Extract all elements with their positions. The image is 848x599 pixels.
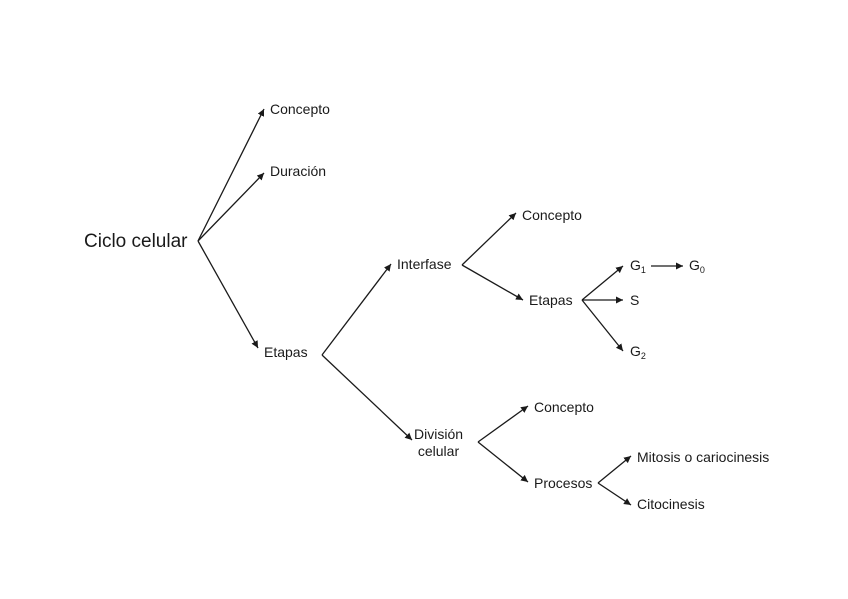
node-interfase-etapas: Etapas [529,292,573,308]
g2-subscript: 2 [640,351,646,361]
node-duracion: Duración [270,163,327,179]
arrow-etapas-to-interfase [321,263,392,356]
arrow-root-to-duracion [197,172,265,242]
node-interfase: Interfase [397,256,452,272]
node-citocinesis: Citocinesis [637,496,705,512]
node-g2: G2 [630,343,646,361]
arrow-etapas-to-g2 [581,299,624,352]
g1-subscript: 1 [640,265,646,275]
node-g0: G0 [689,257,705,275]
node-division-celular: División celular [414,426,463,460]
arrow-procesos-to-mitosis [597,455,632,484]
arrow-root-to-concepto [197,108,265,242]
arrow-root-to-etapas [197,240,259,349]
arrow-procesos-to-citocinesis [597,482,632,506]
node-interfase-concepto: Concepto [522,207,582,223]
arrow-division-to-procesos [477,441,529,483]
g1-letter: G [630,257,641,273]
g0-subscript: 0 [699,265,705,275]
g2-letter: G [630,343,641,359]
g0-letter: G [689,257,700,273]
arrow-etapas-to-g1 [581,265,624,301]
arrow-interfase-to-etapas [461,264,524,301]
node-mitosis: Mitosis o cariocinesis [637,449,770,465]
node-concepto: Concepto [270,101,330,117]
node-procesos: Procesos [534,475,593,491]
node-s: S [630,292,640,308]
node-division-concepto: Concepto [534,399,594,415]
node-etapas: Etapas [264,344,308,360]
node-ciclo-celular: Ciclo celular [84,231,188,252]
arrow-etapas-to-division [321,354,413,441]
division-line-1: División [414,426,464,442]
division-line-2: celular [417,443,460,459]
arrow-division-to-concepto [477,405,529,443]
node-g1: G1 [630,257,646,275]
arrow-interfase-to-concepto [461,212,517,266]
